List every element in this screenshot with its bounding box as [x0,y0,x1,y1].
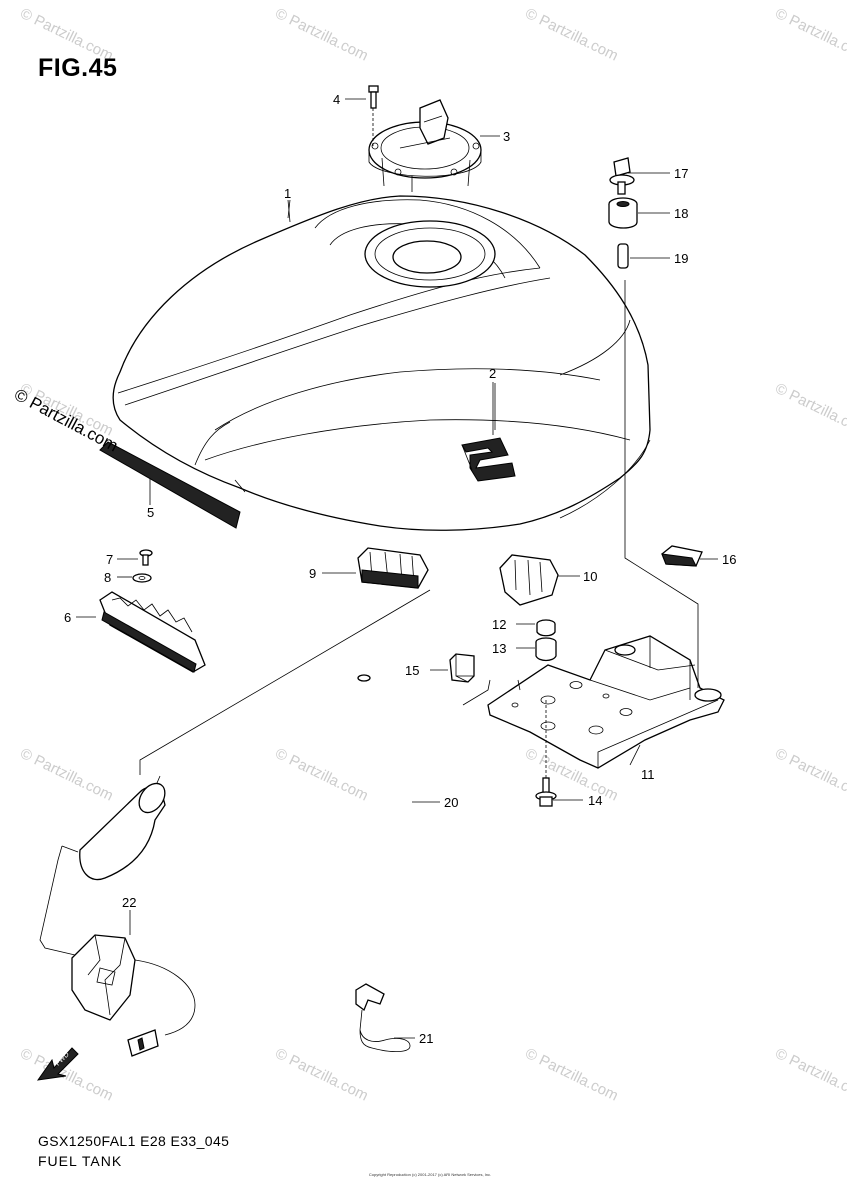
upper-bushing-part[interactable] [608,197,638,229]
model-code: GSX1250FAL1 E28 E33_045 [38,1133,230,1149]
screw-part[interactable] [139,549,153,566]
callout-11[interactable]: 11 [641,767,655,782]
cap-bolt-part[interactable] [368,85,379,148]
copyright-notice: Copyright Reproduction (c) 2001-2017 (c)… [368,1172,492,1177]
forward-arrow-icon: FWD [36,1047,79,1081]
callout-12[interactable]: 12 [492,617,506,632]
pad-part[interactable] [661,545,703,567]
callout-17[interactable]: 17 [674,166,688,181]
fuel-cap-part[interactable] [368,99,482,192]
diagram-name: FUEL TANK [38,1153,123,1169]
callout-5[interactable]: 5 [147,505,154,520]
fuel-tank-part[interactable] [112,195,651,531]
callout-14[interactable]: 14 [588,793,602,808]
callout-16[interactable]: 16 [722,552,736,567]
hose-part[interactable] [355,674,418,966]
callout-18[interactable]: 18 [674,206,688,221]
clamp-part[interactable] [355,983,411,1052]
callout-9[interactable]: 9 [309,566,316,581]
bolt-part[interactable] [535,700,557,807]
cushion-block-part[interactable] [449,653,475,683]
leader-lines [76,98,718,1039]
emblem-part[interactable] [461,382,516,482]
callout-1[interactable]: 1 [284,186,291,201]
fuel-pump-part[interactable] [39,775,196,1057]
collar-part[interactable] [536,619,556,637]
callout-2[interactable]: 2 [489,366,496,381]
callout-22[interactable]: 22 [122,895,136,910]
mounting-bracket-part[interactable] [487,635,725,769]
callout-13[interactable]: 13 [492,641,506,656]
tank-seal-part[interactable] [99,441,241,529]
figure-title: FIG.45 [38,54,118,82]
callout-4[interactable]: 4 [333,92,340,107]
rear-cushion-part[interactable] [99,591,206,673]
callout-7[interactable]: 7 [106,552,113,567]
upper-collar-part[interactable] [617,243,629,269]
callout-6[interactable]: 6 [64,610,71,625]
bushing-part[interactable] [535,637,557,662]
upper-bolt-part[interactable] [609,157,635,195]
callout-19[interactable]: 19 [674,251,688,266]
callout-3[interactable]: 3 [503,129,510,144]
callout-15[interactable]: 15 [405,663,419,678]
callout-10[interactable]: 10 [583,569,597,584]
callout-21[interactable]: 21 [419,1031,433,1046]
cushion-part[interactable] [499,554,559,606]
washer-part[interactable] [132,573,152,583]
front-cushion-part[interactable] [357,547,429,589]
callout-8[interactable]: 8 [104,570,111,585]
callout-20[interactable]: 20 [444,795,458,810]
callout-labels: 1 2 3 4 5 6 7 8 9 10 11 12 13 14 15 16 1… [64,92,736,1046]
